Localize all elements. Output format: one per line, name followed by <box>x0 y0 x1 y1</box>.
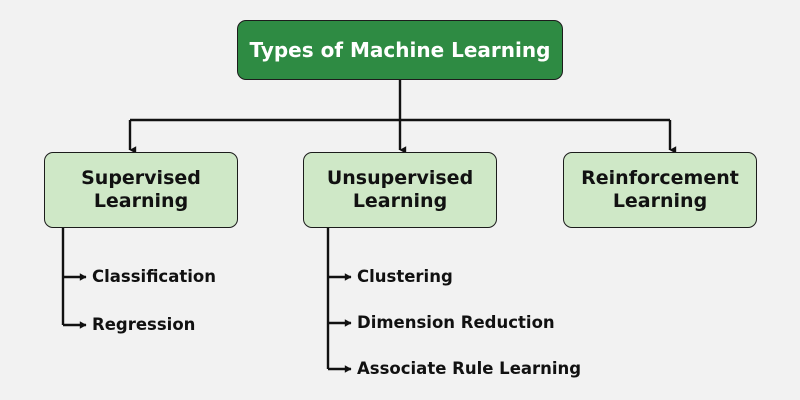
leaf-regression[interactable]: Regression <box>92 315 196 334</box>
node-root-label: Types of Machine Learning <box>249 37 551 62</box>
node-reinforcement-learning-label: Reinforcement Learning <box>581 166 739 212</box>
leaf-clustering-label: Clustering <box>357 267 453 286</box>
leaf-associate-rule-learning[interactable]: Associate Rule Learning <box>357 359 582 378</box>
leaf-regression-label: Regression <box>92 315 196 334</box>
leaf-classification-label: Classification <box>92 267 216 286</box>
leaf-dimension-reduction-label: Dimension Reduction <box>357 313 555 332</box>
leaf-associate-rule-learning-label: Associate Rule Learning <box>357 359 582 378</box>
node-reinforcement-learning[interactable]: Reinforcement Learning <box>563 152 757 228</box>
node-root[interactable]: Types of Machine Learning <box>237 20 563 80</box>
leaf-clustering[interactable]: Clustering <box>357 267 453 286</box>
node-unsupervised-learning-label: Unsupervised Learning <box>326 166 474 212</box>
node-supervised-learning-label: Supervised Learning <box>81 166 201 212</box>
node-unsupervised-learning[interactable]: Unsupervised Learning <box>303 152 497 228</box>
leaf-dimension-reduction[interactable]: Dimension Reduction <box>357 313 555 332</box>
leaf-classification[interactable]: Classification <box>92 267 216 286</box>
node-supervised-learning[interactable]: Supervised Learning <box>44 152 238 228</box>
